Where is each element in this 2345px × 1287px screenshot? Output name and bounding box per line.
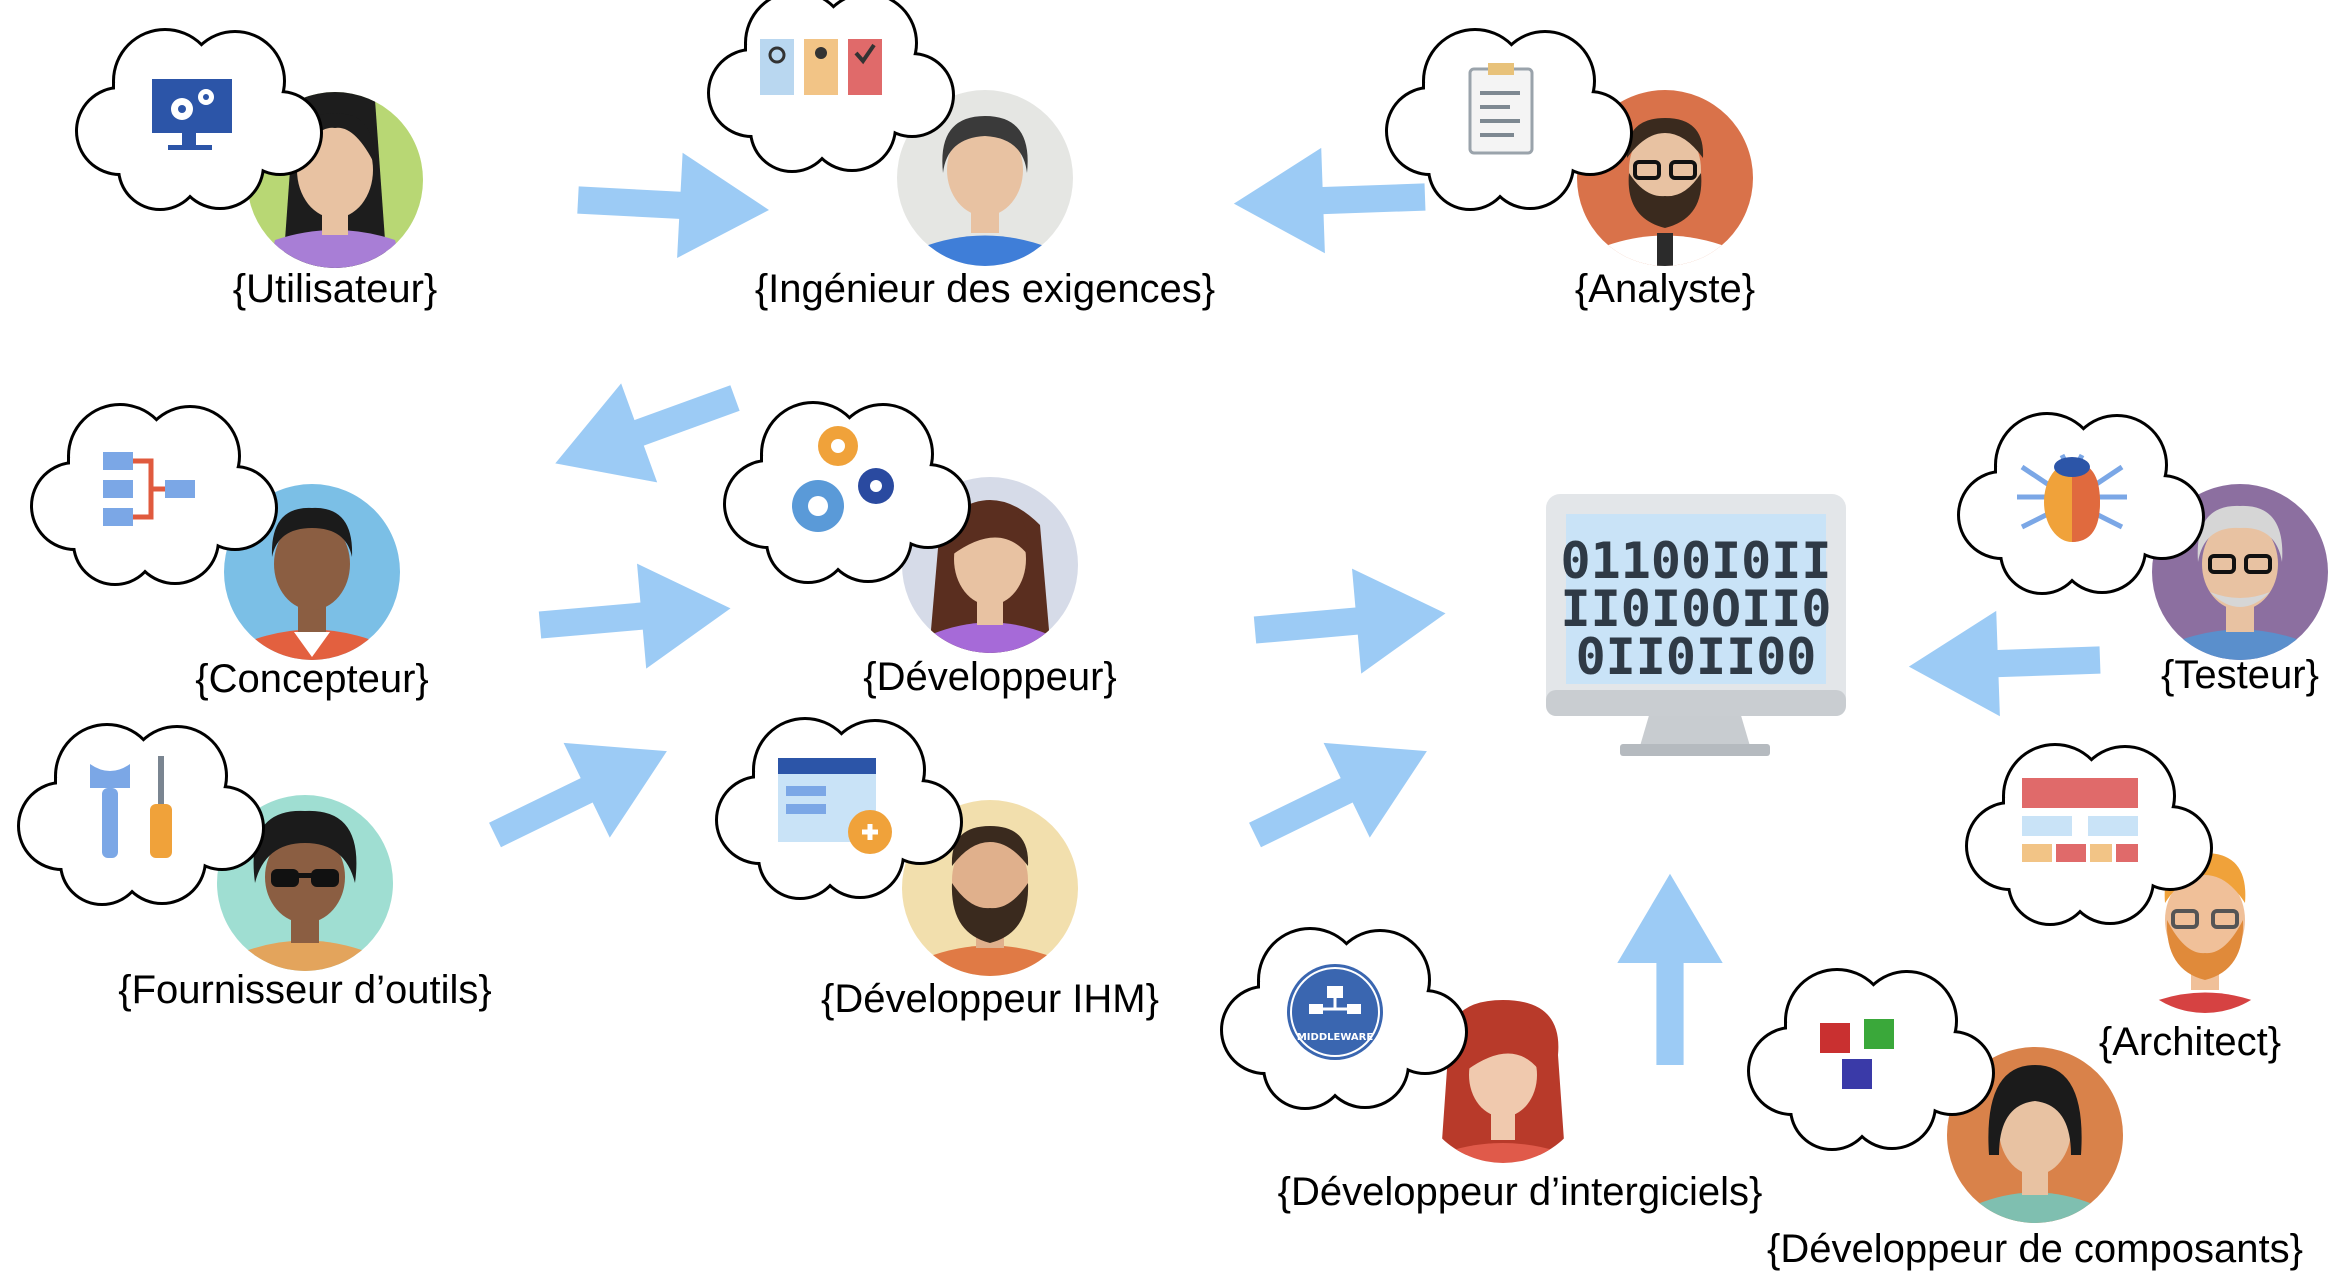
role-tester: {Testeur} <box>1960 415 2328 697</box>
arrow-tester-to-system <box>1907 607 2102 720</box>
binary-line-3: 0II0II00 <box>1576 628 1817 686</box>
avatar-architect <box>2135 853 2275 1013</box>
thought-cloud-uideveloper <box>718 720 960 897</box>
thought-cloud-developer <box>726 404 968 581</box>
label-uideveloper: {Développeur IHM} <box>821 977 1159 1021</box>
role-designer: {Concepteur} <box>33 406 429 701</box>
binary-line-2: II0I0OII0 <box>1561 580 1832 638</box>
architecture-blocks-icon <box>2022 778 2138 862</box>
label-component: {Développeur de composants} <box>1767 1227 2303 1271</box>
role-developer: {Développeur} <box>726 404 1117 699</box>
thought-cloud-middleware: MIDDLEWARE <box>1223 930 1465 1107</box>
bug-icon <box>2017 453 2127 542</box>
thought-cloud-architect <box>1968 746 2210 923</box>
label-analyst: {Analyste} <box>1575 267 1755 311</box>
thought-cloud-user <box>78 31 320 208</box>
requirements-cards-icon <box>760 39 882 95</box>
role-toolprovider: {Fournisseur d’outils} <box>20 726 492 1012</box>
middleware-badge-text: MIDDLEWARE <box>1297 1032 1373 1043</box>
role-uideveloper: {Développeur IHM} <box>718 720 1159 1021</box>
label-toolprovider: {Fournisseur d’outils} <box>118 968 492 1012</box>
thought-cloud-tester <box>1960 415 2202 592</box>
arrow-toolprovider-to-uideveloper <box>471 703 690 883</box>
thought-cloud-requirements <box>710 0 952 170</box>
gears-icon <box>792 426 894 532</box>
arrow-uideveloper-to-system <box>1231 703 1450 883</box>
flowchart-icon <box>103 452 195 526</box>
label-designer: {Concepteur} <box>195 657 429 701</box>
label-tester: {Testeur} <box>2161 653 2319 697</box>
role-user: {Utilisateur} <box>78 31 437 311</box>
ui-window-icon <box>778 758 892 854</box>
arrow-middleware-to-system <box>1617 873 1723 1065</box>
clipboard-analysis-icon <box>1468 63 1534 155</box>
thought-cloud-analyst <box>1388 31 1630 208</box>
label-developer: {Développeur} <box>863 655 1117 699</box>
label-requirements: {Ingénieur des exigences} <box>755 267 1215 311</box>
arrow-developer-to-system <box>1250 560 1451 683</box>
role-requirements: {Ingénieur des exigences} <box>710 0 1215 311</box>
avatar-designer <box>224 484 400 660</box>
label-user: {Utilisateur} <box>233 267 438 311</box>
label-architect: {Architect} <box>2099 1020 2281 1064</box>
role-analyst: {Analyste} <box>1388 31 1755 311</box>
monitor-gears-icon <box>152 79 232 150</box>
thought-cloud-component <box>1750 971 1992 1148</box>
arrows <box>471 144 2102 1065</box>
binary-line-1: 01100I0II <box>1561 532 1832 590</box>
role-architect: {Architect} <box>1968 746 2281 1064</box>
computer-monitor-icon: 01100I0II II0I0OII0 0II0II00 <box>1546 494 1846 756</box>
wrench-screwdriver-icon <box>90 756 172 858</box>
avatar-middleware <box>1433 1000 1573 1163</box>
thought-cloud-toolprovider <box>20 726 262 903</box>
arrow-developer-to-designer <box>537 348 754 513</box>
arrow-designer-to-developer <box>535 555 736 678</box>
thought-cloud-designer <box>33 406 275 583</box>
role-middleware: MIDDLEWARE {Développeur d’intergiciels} <box>1223 930 1762 1214</box>
arrow-user-to-requirements <box>575 147 772 263</box>
middleware-icon: MIDDLEWARE <box>1287 964 1383 1060</box>
cubes-icon <box>1820 1019 1894 1089</box>
label-middleware: {Développeur d’intergiciels} <box>1278 1170 1763 1214</box>
avatar-requirements <box>897 90 1073 266</box>
role-component: {Développeur de composants} <box>1750 971 2303 1271</box>
